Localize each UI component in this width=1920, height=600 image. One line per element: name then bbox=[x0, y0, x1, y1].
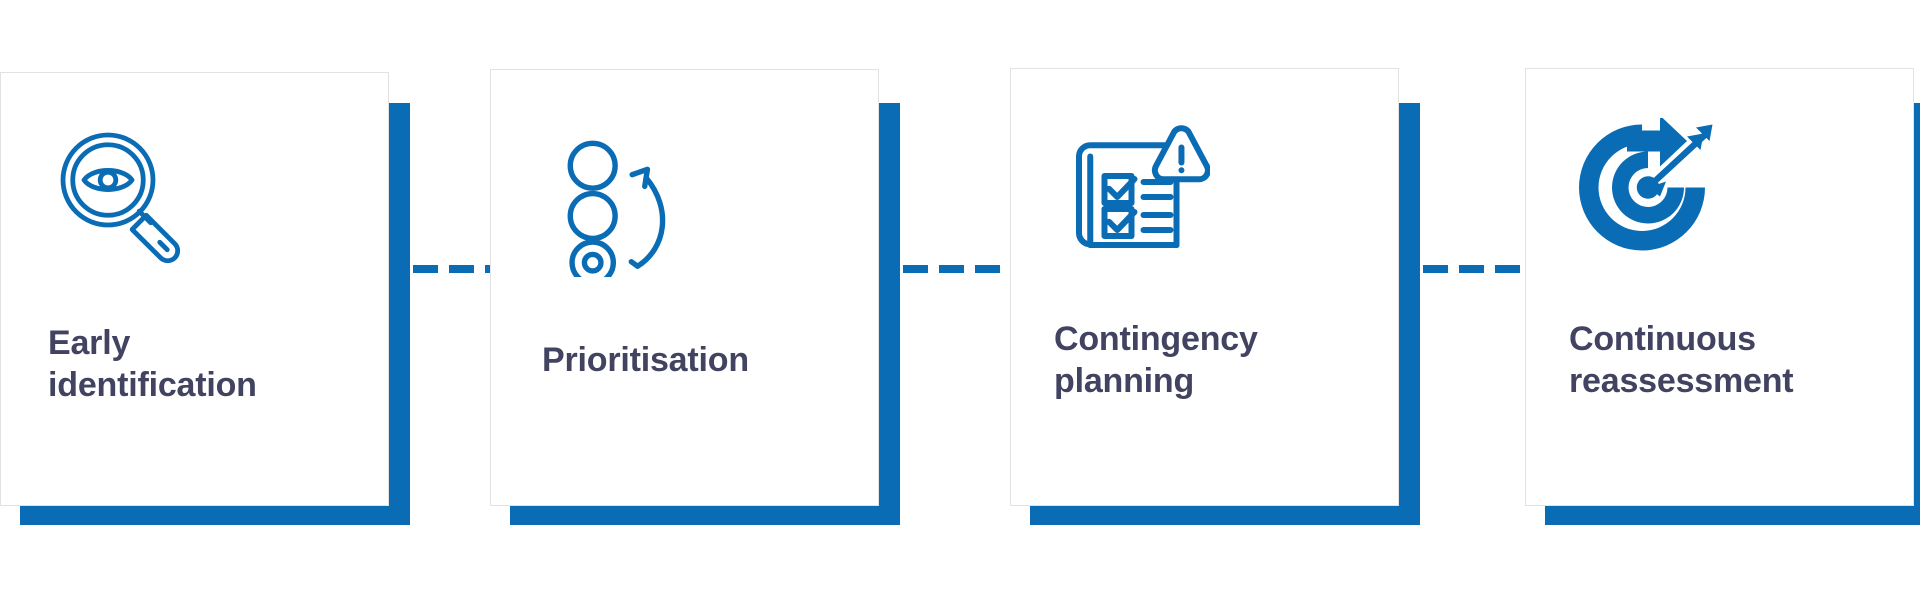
card-accent-bar-right bbox=[389, 103, 410, 525]
process-step-label-1: Early identification bbox=[48, 324, 257, 404]
process-connector-3 bbox=[1423, 265, 1531, 273]
card-panel bbox=[0, 72, 389, 506]
checklist-warning-icon bbox=[1050, 116, 1210, 266]
card-panel bbox=[490, 69, 879, 506]
card-accent-bar-bottom bbox=[510, 505, 900, 525]
process-connector-2 bbox=[903, 265, 1011, 273]
magnifier-eye-icon bbox=[48, 120, 198, 270]
connector-dash bbox=[1459, 265, 1484, 273]
process-step-card-4[interactable]: Continuous reassessment bbox=[1525, 68, 1920, 525]
card-accent-bar-bottom bbox=[1030, 505, 1420, 525]
connector-dash bbox=[1423, 265, 1448, 273]
connector-dash bbox=[1495, 265, 1520, 273]
priority-ranking-icon bbox=[560, 137, 690, 277]
connector-dash bbox=[975, 265, 1000, 273]
process-step-label-2: Prioritisation bbox=[542, 341, 749, 379]
connector-dash bbox=[903, 265, 928, 273]
card-panel bbox=[1010, 68, 1399, 506]
process-step-label-4: Continuous reassessment bbox=[1569, 320, 1794, 400]
process-step-card-3[interactable]: Contingency planning bbox=[1010, 68, 1420, 525]
card-accent-bar-bottom bbox=[20, 505, 410, 525]
card-accent-bar-bottom bbox=[1545, 505, 1920, 525]
card-accent-bar-right bbox=[1399, 103, 1420, 525]
connector-dash bbox=[449, 265, 474, 273]
connector-dash bbox=[939, 265, 964, 273]
process-step-label-3: Contingency planning bbox=[1054, 320, 1258, 400]
target-refresh-icon bbox=[1573, 118, 1723, 263]
connector-dash bbox=[413, 265, 438, 273]
process-step-card-1[interactable]: Early identification bbox=[0, 72, 410, 525]
card-accent-bar-right bbox=[1914, 103, 1920, 525]
card-accent-bar-right bbox=[879, 103, 900, 525]
process-step-card-2[interactable]: Prioritisation bbox=[490, 69, 900, 525]
card-panel bbox=[1525, 68, 1914, 506]
